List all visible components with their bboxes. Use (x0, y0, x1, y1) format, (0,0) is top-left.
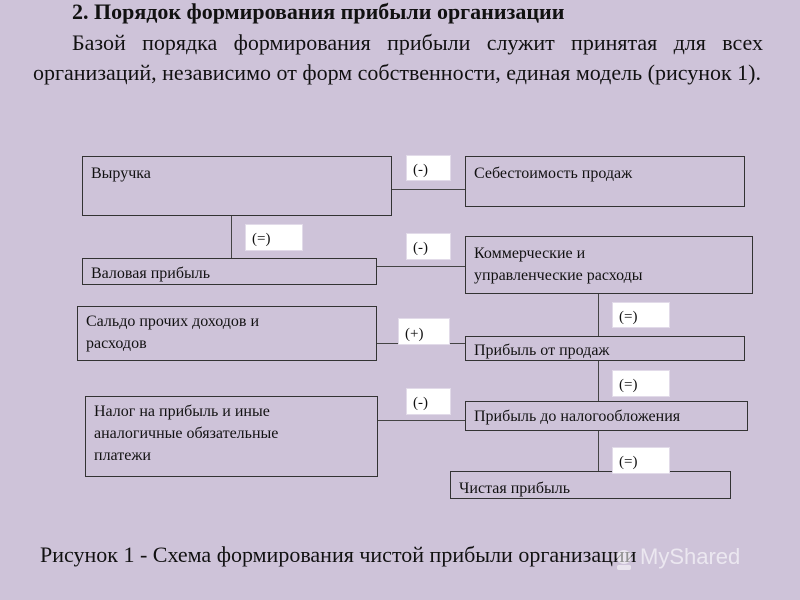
op-minus-cost-of-sales: (-) (406, 155, 451, 181)
box-revenue-label: Выручка (91, 165, 151, 182)
box-revenue: Выручка (82, 156, 392, 216)
page-title: 2. Порядок формирования прибыли организа… (72, 0, 565, 24)
connector-selling-salesprofit (598, 293, 599, 337)
op-minus-income-tax: (-) (406, 388, 451, 415)
op-equals-pretax-profit: (=) (612, 370, 670, 397)
box-income-tax-line2: аналогичные обязательные (94, 425, 279, 442)
box-selling-admin-line2: управленческие расходы (474, 267, 643, 284)
op-minus-selling-admin: (-) (406, 233, 451, 260)
op-plus-other-balance: (+) (398, 318, 450, 345)
box-income-tax-line1: Налог на прибыль и иные (94, 403, 270, 420)
box-income-tax-line3: платежи (94, 447, 151, 464)
intro-paragraph: Базой порядка формирования прибыли служи… (33, 30, 763, 85)
box-gross-profit: Валовая прибыль (82, 258, 377, 285)
box-other-balance-line1: Сальдо прочих доходов и (86, 313, 260, 330)
op-equals-gross-profit: (=) (245, 224, 303, 251)
watermark-logo-icon (617, 550, 631, 570)
connector-revenue-gross (231, 215, 232, 259)
box-net-profit: Чистая прибыль (450, 471, 731, 499)
connector-salesprofit-pretax (598, 361, 599, 402)
box-income-tax: Налог на прибыль и иные аналогичные обяз… (85, 396, 378, 477)
op-equals-sales-profit: (=) (612, 302, 670, 328)
box-other-income-balance: Сальдо прочих доходов и расходов (77, 306, 377, 361)
connector-pretax-net (598, 430, 599, 472)
box-selling-admin-line1: Коммерческие и (474, 245, 586, 262)
op-equals-net-profit: (=) (612, 447, 670, 474)
box-pretax-profit-label: Прибыль до налогообложения (474, 408, 681, 425)
box-selling-admin-expenses: Коммерческие и управленческие расходы (465, 236, 753, 294)
box-sales-profit: Прибыль от продаж (465, 336, 745, 361)
connector-revenue-cost (392, 189, 466, 190)
box-sales-profit-label: Прибыль от продаж (474, 342, 610, 359)
figure-caption: Рисунок 1 - Схема формирования чистой пр… (40, 542, 637, 567)
connector-gross-selling (377, 266, 466, 267)
box-net-profit-label: Чистая прибыль (459, 480, 571, 497)
box-cost-of-sales: Себестоимость продаж (465, 156, 745, 207)
box-pretax-profit: Прибыль до налогообложения (465, 401, 748, 431)
box-gross-profit-label: Валовая прибыль (91, 265, 210, 282)
connector-tax-pretax (377, 420, 466, 421)
box-cost-of-sales-label: Себестоимость продаж (474, 165, 633, 182)
box-other-balance-line2: расходов (86, 335, 147, 352)
watermark-text: MyShared (640, 544, 741, 569)
